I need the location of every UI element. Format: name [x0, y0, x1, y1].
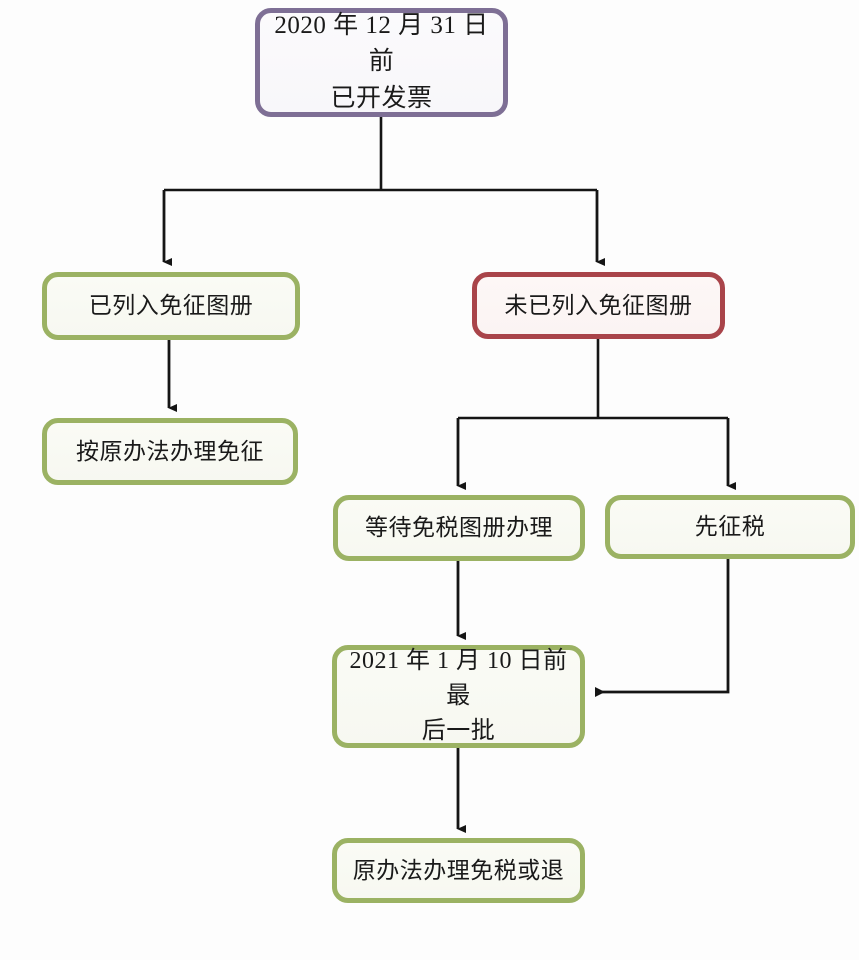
node-label: 未已列入免征图册: [504, 292, 693, 318]
node-label: 等待免税图册办理: [365, 515, 553, 541]
node-not-listed-in-exemption-catalog[interactable]: 未已列入免征图册: [472, 272, 725, 339]
node-label: 按原办法办理免征: [76, 438, 264, 464]
node-label: 原办法办理免税或退: [352, 857, 565, 883]
node-label: 2020 年 12 月 31 日前已开发票: [274, 12, 489, 112]
node-listed-in-exemption-catalog[interactable]: 已列入免征图册: [42, 272, 300, 340]
node-label: 先征税: [694, 514, 766, 540]
edge-taxfirst-to-deadline: [595, 559, 730, 697]
node-exemption-by-old-method[interactable]: 按原办法办理免征: [42, 418, 298, 485]
node-wait-for-tax-free-catalog[interactable]: 等待免税图册办理: [333, 495, 585, 561]
node-levy-tax-first[interactable]: 先征税: [605, 495, 855, 559]
node-final-batch-before-2021-01-10[interactable]: 2021 年 1 月 10 日前最后一批: [332, 645, 585, 748]
edge-top-split: [162, 117, 605, 266]
node-label: 2021 年 1 月 10 日前最后一批: [349, 648, 568, 744]
node-old-method-exemption-or-refund[interactable]: 原办法办理免税或退: [332, 838, 585, 903]
edge-notlisted-split: [456, 339, 736, 490]
node-invoice-issued-before-2020-12-31[interactable]: 2020 年 12 月 31 日前已开发票: [255, 8, 508, 117]
node-label: 已列入免征图册: [88, 293, 254, 319]
